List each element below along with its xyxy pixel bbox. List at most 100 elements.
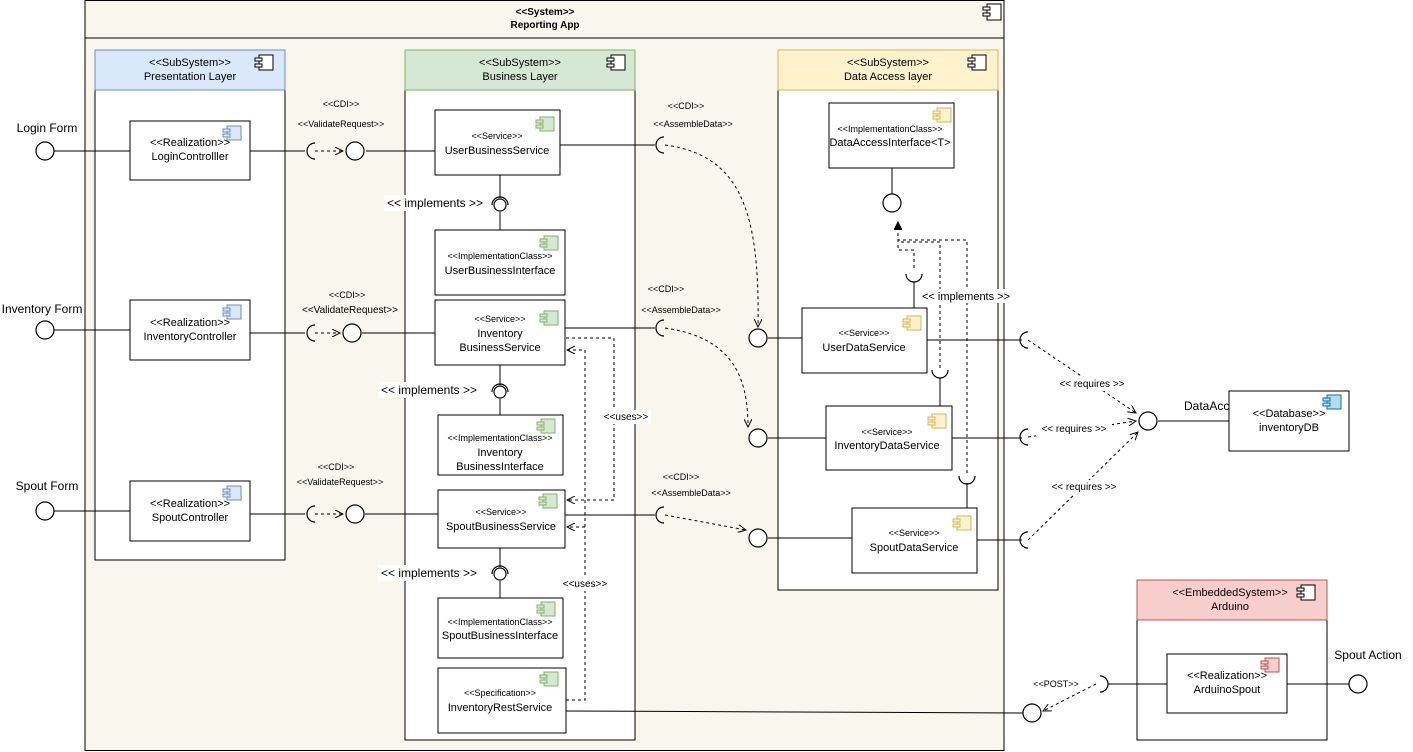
user-business-service[interactable]: <<Service>> UserBusinessService bbox=[434, 109, 561, 176]
inventory-form-port bbox=[35, 320, 55, 340]
system-stereotype: <<System>> bbox=[516, 7, 575, 18]
inventory-rest-service-name: InventoryRestService bbox=[448, 702, 553, 714]
business-title: Business Layer bbox=[482, 71, 558, 83]
spout-controller-stereotype: <<Realization>> bbox=[150, 498, 230, 510]
cdi-label-inventory: <<CDI>> bbox=[329, 290, 366, 300]
login-controller[interactable]: <<Realization>> LoginControlller bbox=[129, 120, 251, 181]
implements-label-spout: << implements >> bbox=[381, 566, 477, 580]
spout-action-label: Spout Action bbox=[1334, 648, 1401, 662]
embedded-stereotype: <<EmbeddedSystem>> bbox=[1172, 587, 1288, 599]
user-data-service[interactable]: <<Service>> UserDataService bbox=[801, 307, 928, 374]
inventory-db[interactable]: <<Database>> inventoryDB bbox=[1228, 390, 1350, 452]
implements-label-user: << implements >> bbox=[387, 196, 483, 210]
inventory-business-service-name-line1: Inventory bbox=[477, 328, 523, 340]
spout-form-label: Spout Form bbox=[16, 479, 79, 493]
inventory-controller-stereotype: <<Realization>> bbox=[150, 317, 230, 329]
validate-request-label-spout: <<ValidateRequest>> bbox=[297, 477, 383, 487]
uses-label-2: <<uses>> bbox=[563, 579, 608, 590]
data-access-interface[interactable]: <<ImplementationClass>> DataAccessInterf… bbox=[828, 102, 955, 169]
user-business-interface-name: UserBusinessInterface bbox=[445, 265, 556, 277]
user-data-service-name: UserDataService bbox=[822, 342, 905, 354]
inventory-business-service[interactable]: <<Service>> Inventory BusinessService bbox=[434, 299, 566, 366]
cdi-label-spout-data: <<CDI>> bbox=[663, 472, 700, 482]
uses-label-1: <<uses>> bbox=[604, 412, 649, 423]
component-icon bbox=[982, 3, 1002, 21]
data-access-interface-name: DataAccessInterface<T> bbox=[829, 137, 950, 149]
component-icon bbox=[254, 54, 274, 71]
inventory-business-interface-name-line2: BusinessInterface bbox=[456, 461, 543, 473]
presentation-title: Presentation Layer bbox=[144, 71, 237, 83]
login-controller-stereotype: <<Realization>> bbox=[150, 137, 230, 149]
login-form-label: Login Form bbox=[17, 121, 78, 135]
requires-label-2: << requires >> bbox=[1041, 424, 1106, 435]
inventory-data-service[interactable]: <<Service>> InventoryDataService bbox=[825, 405, 953, 471]
spout-business-interface[interactable]: <<ImplementationClass>> SpoutBusinessInt… bbox=[437, 597, 564, 659]
login-form-port bbox=[35, 141, 55, 161]
spout-data-service[interactable]: <<Service>> SpoutDataService bbox=[851, 507, 978, 574]
login-controller-name: LoginControlller bbox=[151, 151, 228, 163]
spout-action-port bbox=[1348, 674, 1368, 694]
cdi-label-login: <<CDI>> bbox=[323, 99, 360, 109]
arduino-spout-name: ArduinoSpout bbox=[1194, 684, 1261, 696]
business-stereotype: <<SubSystem>> bbox=[479, 57, 561, 69]
spout-business-interface-stereotype: <<ImplementationClass>> bbox=[447, 617, 552, 627]
requires-label-1: << requires >> bbox=[1059, 379, 1124, 390]
required-sockets bbox=[306, 136, 1109, 693]
solid-connectors bbox=[54, 144, 1349, 714]
data-access-port bbox=[1138, 411, 1158, 431]
data-access-title: Data Access layer bbox=[844, 71, 932, 83]
inventory-business-service-stereotype: <<Service>> bbox=[474, 314, 525, 324]
data-access-stereotype: <<SubSystem>> bbox=[847, 57, 929, 69]
arduino-spout-stereotype: <<Realization>> bbox=[1187, 670, 1267, 682]
implements-label-data: << implements >> bbox=[922, 291, 1010, 303]
provided-interfaces bbox=[35, 141, 1368, 723]
presentation-stereotype: <<SubSystem>> bbox=[149, 57, 231, 69]
user-business-interface[interactable]: <<ImplementationClass>> UserBusinessInte… bbox=[434, 229, 566, 296]
inventory-business-interface-name-line1: Inventory bbox=[477, 447, 523, 459]
inventory-data-service-name: InventoryDataService bbox=[834, 440, 939, 452]
spout-business-service-name: SpoutBusinessService bbox=[446, 521, 556, 533]
validate-request-label-login: <<ValidateRequest>> bbox=[298, 119, 384, 129]
validate-request-label-inventory: <<ValidateRequest>> bbox=[302, 305, 398, 316]
assemble-data-label-spout: <<AssembleData>> bbox=[651, 488, 731, 498]
spout-business-service[interactable]: <<Service>> SpoutBusinessService bbox=[437, 489, 566, 549]
user-business-interface-stereotype: <<ImplementationClass>> bbox=[447, 251, 552, 261]
cdi-label-user-data: <<CDI>> bbox=[668, 101, 705, 111]
data-access-interface-stereotype: <<ImplementationClass>> bbox=[837, 124, 942, 134]
inventory-db-name: inventoryDB bbox=[1259, 422, 1319, 434]
inventory-business-interface-stereotype: <<ImplementationClass>> bbox=[447, 433, 552, 443]
implements-label-inventory: << implements >> bbox=[381, 383, 477, 397]
inventory-business-interface[interactable]: <<ImplementationClass>> Inventory Busine… bbox=[437, 414, 564, 476]
user-data-service-stereotype: <<Service>> bbox=[838, 328, 889, 338]
spout-data-service-stereotype: <<Service>> bbox=[888, 528, 939, 538]
spout-controller[interactable]: <<Realization>> SpoutController bbox=[129, 480, 251, 542]
spout-form-port bbox=[35, 501, 55, 521]
dashed-connectors bbox=[315, 144, 1138, 711]
spout-business-interface-name: SpoutBusinessInterface bbox=[442, 630, 558, 642]
user-business-service-stereotype: <<Service>> bbox=[471, 131, 522, 141]
component-icon bbox=[1296, 584, 1316, 601]
spout-data-service-name: SpoutDataService bbox=[870, 542, 959, 554]
inventory-rest-service-stereotype: <<Specification>> bbox=[464, 688, 536, 698]
system-title: Reporting App bbox=[510, 20, 579, 31]
connector-labels: <<CDI>> <<ValidateRequest>> <<CDI>> <<Va… bbox=[297, 99, 1130, 689]
embedded-title: Arduino bbox=[1211, 601, 1249, 613]
inventory-controller-name: InventoryController bbox=[144, 331, 237, 343]
post-label: <<POST>> bbox=[1033, 679, 1079, 689]
component-icon bbox=[606, 54, 626, 71]
requires-label-3: << requires >> bbox=[1051, 482, 1116, 493]
inventory-business-service-name-line2: BusinessService bbox=[459, 342, 540, 354]
inventory-data-service-stereotype: <<Service>> bbox=[861, 427, 912, 437]
component-icon bbox=[967, 54, 987, 71]
inventory-db-stereotype: <<Database>> bbox=[1253, 408, 1326, 420]
spout-business-service-stereotype: <<Service>> bbox=[475, 507, 526, 517]
cdi-label-spout: <<CDI>> bbox=[318, 462, 355, 472]
assemble-data-label-user: <<AssembleData>> bbox=[653, 119, 733, 129]
inventory-form-label: Inventory Form bbox=[2, 302, 83, 316]
spout-controller-name: SpoutController bbox=[152, 512, 229, 524]
user-business-service-name: UserBusinessService bbox=[445, 145, 550, 157]
arduino-spout[interactable]: <<Realization>> ArduinoSpout bbox=[1166, 653, 1288, 714]
inventory-rest-service[interactable]: <<Specification>> InventoryRestService bbox=[437, 667, 567, 734]
inventory-controller[interactable]: <<Realization>> InventoryController bbox=[129, 299, 251, 361]
